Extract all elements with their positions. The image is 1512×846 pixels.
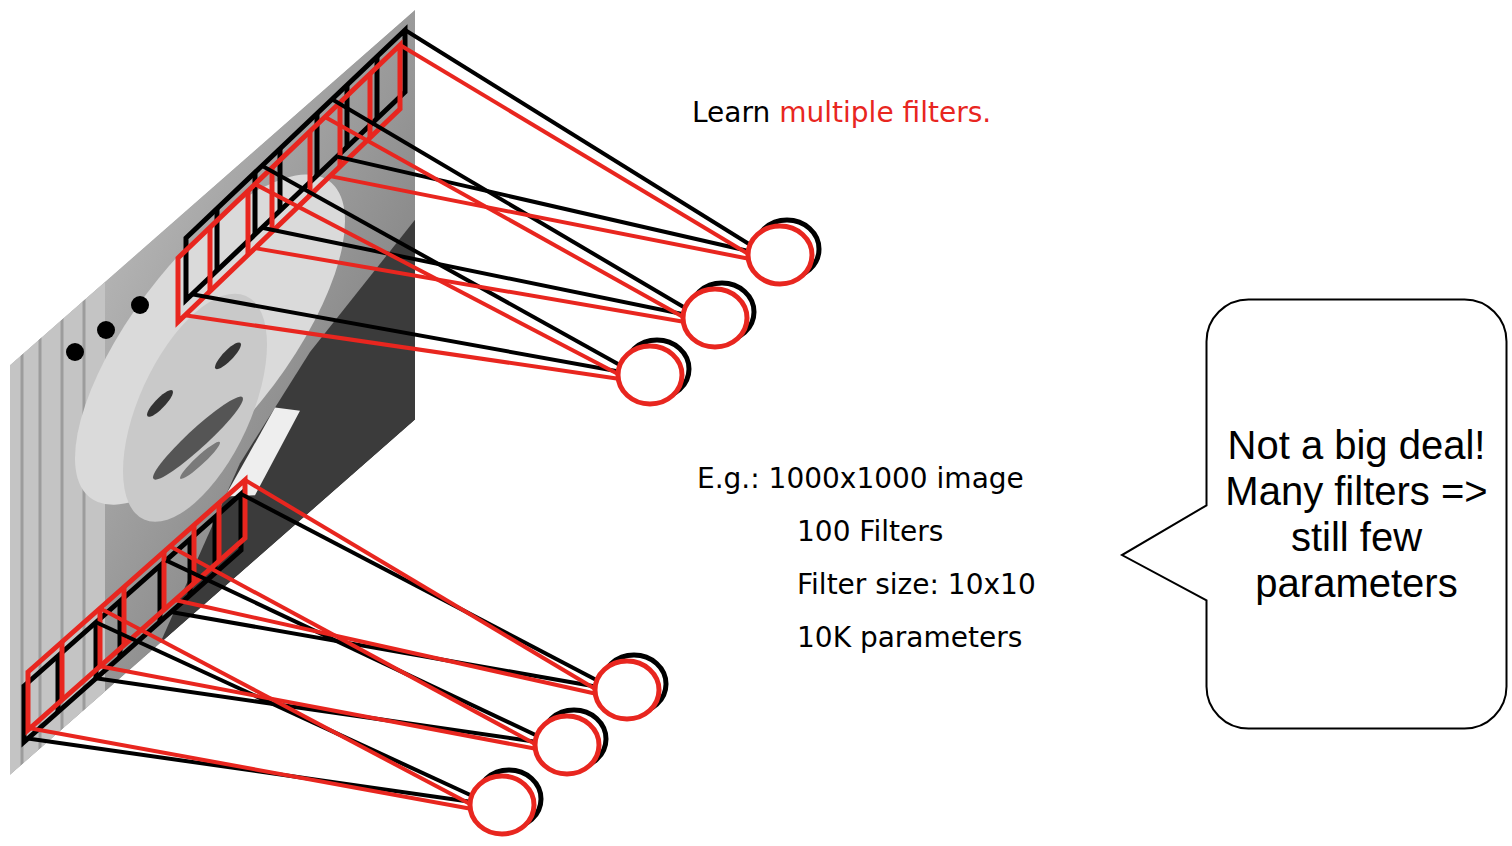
photo-stripe xyxy=(38,339,42,749)
photo-mouth xyxy=(180,437,220,484)
filter-line xyxy=(96,622,479,799)
photo-eye xyxy=(147,385,173,422)
filter-line xyxy=(325,117,685,318)
photo-eye xyxy=(215,337,241,374)
annotation-label: 100 Filters xyxy=(797,515,943,549)
photo-stripe xyxy=(82,300,86,710)
callout-bubble: Not a big deal! Many filters => still fe… xyxy=(1205,298,1508,730)
filter-line xyxy=(255,248,685,322)
filter-line xyxy=(255,184,620,375)
filter-strip-red-divider xyxy=(60,642,65,700)
filter-line xyxy=(330,176,750,259)
annotation-label: Filter size: 10x10 xyxy=(797,568,1036,602)
neuron xyxy=(595,661,659,719)
filter-line xyxy=(166,560,544,739)
filter-line xyxy=(192,294,627,373)
ellipsis-dot xyxy=(97,321,115,339)
neuron xyxy=(535,716,599,774)
annotation-label: E.g.: 1000x1000 image xyxy=(697,462,1024,496)
filter-strip-red xyxy=(28,480,245,730)
callout-text: Not a big deal! Many filters => still fe… xyxy=(1225,422,1488,606)
callout-shape xyxy=(1122,300,1507,729)
filter-strip-red-divider xyxy=(270,168,275,232)
filter-line xyxy=(30,728,472,809)
neuron xyxy=(470,776,534,834)
filter-line xyxy=(262,228,692,316)
annotation-label: multiple filters. xyxy=(779,96,991,130)
neuron xyxy=(748,226,812,284)
filter-line xyxy=(100,666,537,749)
photo-moustache xyxy=(153,386,243,491)
filter-line xyxy=(337,157,757,253)
ellipsis-dot xyxy=(131,296,149,314)
filter-line xyxy=(245,480,597,690)
annotation-label: Learn xyxy=(692,96,770,130)
filter-strip-red-divider xyxy=(162,552,167,610)
filter-strip-red-divider xyxy=(308,131,313,195)
filter-line xyxy=(171,612,604,688)
photo-stripe xyxy=(60,319,64,729)
photo-background xyxy=(10,10,415,775)
neuron xyxy=(618,346,682,404)
image-plane xyxy=(10,10,415,775)
filter-line xyxy=(405,30,757,249)
annotation-label: 10K parameters xyxy=(797,621,1022,655)
filter-line xyxy=(185,315,620,379)
filter-strip-red-divider xyxy=(217,503,222,561)
neuron xyxy=(683,289,747,347)
filter-strip-red-divider xyxy=(98,608,103,666)
filter-strip-red-divider xyxy=(368,74,373,138)
filter-strip-red-divider xyxy=(246,191,251,255)
ellipsis-dot xyxy=(66,343,84,361)
filter-strip-red-divider xyxy=(208,227,213,291)
